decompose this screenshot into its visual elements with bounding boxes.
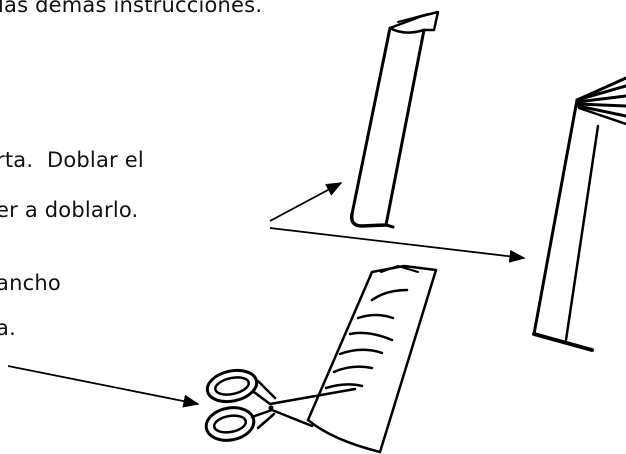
instruction-line-3: er a doblarlo. xyxy=(0,198,139,222)
instruction-line-5: a. xyxy=(0,316,16,340)
instruction-line-2: rta. Doblar el xyxy=(0,148,144,172)
scissors-icon xyxy=(204,368,357,442)
instruction-line-1: las demás instrucciones. xyxy=(0,0,263,17)
instruction-line-4: ancho xyxy=(0,271,61,295)
folded-fan-paper-icon xyxy=(532,76,626,352)
cut-paper-strip-icon xyxy=(306,264,438,454)
folded-paper-icon xyxy=(349,10,440,229)
arrow-icon xyxy=(7,182,526,408)
